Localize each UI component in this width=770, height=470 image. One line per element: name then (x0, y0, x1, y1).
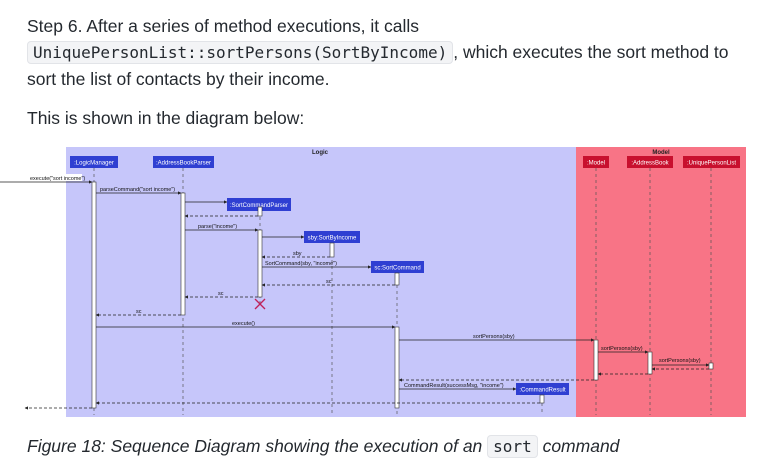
activation-unique-person-list (708, 362, 714, 370)
message-return-sc-3: sc (136, 309, 142, 315)
participant-address-book-parser-box (153, 156, 214, 168)
participant-command-result: :CommandResult (519, 388, 566, 394)
activation-address-book (647, 351, 653, 375)
model-frame (576, 147, 746, 417)
message-sort-persons-3: sortPersons(sby) (659, 358, 701, 364)
activation-sort-command (394, 272, 400, 286)
message-execute-sort-income: execute("sort income") (30, 176, 85, 182)
participant-address-book-box (627, 156, 673, 168)
participant-logic-manager: :LogicManager (74, 161, 114, 167)
activation-model (593, 339, 599, 381)
activation-sort-by-income (329, 242, 335, 258)
step-6-text-prefix: Step 6. After a series of method executi… (27, 16, 420, 36)
step-6-text-suffix: , which executes the sort method to sort… (27, 42, 729, 89)
message-sort-command-ctor: SortCommand(sby, "income") (265, 261, 337, 267)
participant-logic-manager-box (70, 156, 118, 168)
activation-sort-command-parser-parse (257, 229, 263, 298)
message-parse-income: parse("income") (198, 224, 237, 230)
activation-command-result (539, 394, 545, 404)
sort-persons-code: UniquePersonList::sortPersons(SortByInco… (27, 41, 454, 64)
caption-code: sort (487, 435, 538, 458)
figure-caption: Figure 18: Sequence Diagram showing the … (27, 435, 620, 458)
message-return-sc-2: sc (218, 291, 224, 297)
step-6-paragraph: Step 6. After a series of method executi… (27, 13, 757, 92)
participant-address-book-parser: :AddressBookParser (156, 161, 211, 167)
message-return-sc-1: sc (326, 279, 332, 285)
participant-address-book: :AddressBook (631, 161, 669, 167)
participant-sort-command: sc:SortCommand (374, 266, 420, 272)
participant-unique-person-list-box (683, 156, 740, 168)
message-sort-persons-2: sortPersons(sby) (601, 346, 643, 352)
message-execute: execute() (232, 321, 255, 327)
participant-sort-by-income: sby:SortByIncome (308, 236, 357, 242)
activation-sort-command-execute (394, 326, 400, 409)
participant-model: :Model (587, 161, 605, 167)
participant-command-result-box (516, 383, 569, 395)
message-sort-persons-1: sortPersons(sby) (473, 334, 515, 340)
participant-sort-command-parser-box (227, 198, 291, 211)
participant-sort-command-box (371, 261, 424, 273)
caption-suffix: command (542, 436, 620, 456)
activation-address-book-parser (180, 192, 186, 316)
activation-logic-manager (91, 181, 97, 409)
message-command-result-ctor: CommandResult(successMsg, "income") (404, 383, 504, 389)
model-frame-title: Model (652, 150, 670, 156)
activation-sort-command-parser (257, 206, 263, 217)
participant-model-box (583, 156, 609, 168)
caption-prefix: Figure 18: Sequence Diagram showing the … (27, 436, 483, 456)
logic-frame-title: Logic (312, 150, 329, 156)
sequence-diagram: Logic Model :LogicManager :AddressBookPa… (0, 147, 746, 417)
message-parse-command: parseCommand("sort income") (100, 187, 175, 193)
diagram-intro-text: This is shown in the diagram below: (27, 108, 305, 128)
logic-frame (66, 147, 576, 417)
message-return-sby: sby (293, 251, 302, 257)
destroy-marker (254, 298, 266, 310)
participant-sort-by-income-box (304, 231, 360, 243)
participant-sort-command-parser: :SortCommandParser (230, 203, 288, 209)
participant-unique-person-list: :UniquePersonList (687, 161, 736, 167)
